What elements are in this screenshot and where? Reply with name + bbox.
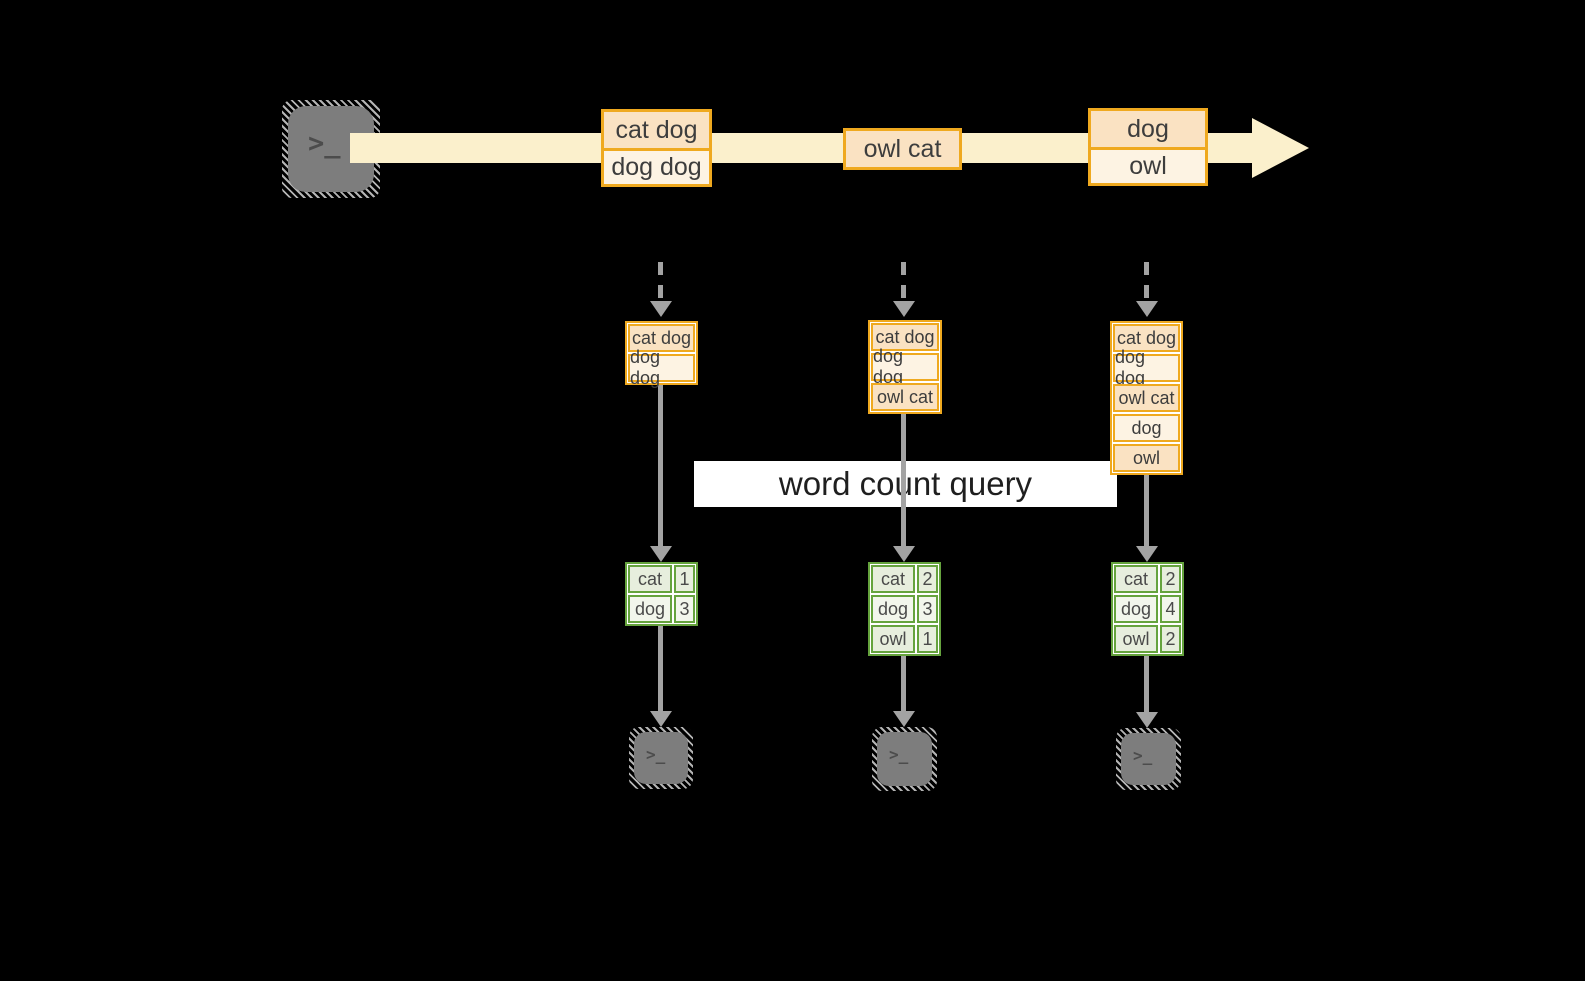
terminal-prompt-glyph: >_: [889, 745, 909, 764]
micro-batch-stack-2: cat dog dog dog owl cat: [868, 320, 942, 414]
batch-row: cat dog: [604, 112, 709, 148]
table-row: cat 2: [871, 565, 938, 593]
arrowhead-icon: [1136, 546, 1158, 562]
stack-row: cat dog: [628, 324, 695, 352]
word-cell: cat: [628, 565, 672, 593]
count-cell: 3: [917, 595, 938, 623]
terminal-prompt-glyph: >_: [1133, 746, 1153, 765]
table-row: cat 2: [1114, 565, 1181, 593]
arrow-line: [1144, 656, 1149, 712]
terminal-screen: >_: [1121, 733, 1176, 785]
table-row: owl 2: [1114, 625, 1181, 653]
arrow-line: [1144, 475, 1149, 546]
count-cell: 1: [917, 625, 938, 653]
dashed-arrowhead-icon: [650, 301, 672, 317]
table-row: dog 4: [1114, 595, 1181, 623]
arrowhead-icon: [650, 546, 672, 562]
stream-timeline-arrowhead-icon: [1252, 118, 1309, 178]
table-row: dog 3: [628, 595, 695, 623]
word-cell: dog: [1114, 595, 1158, 623]
stack-row: dog dog: [628, 347, 695, 388]
count-cell: 4: [1160, 595, 1181, 623]
batch-row: owl: [1091, 147, 1205, 183]
arrow-line: [901, 656, 906, 711]
sink-terminal-icon-1: >_: [629, 727, 693, 789]
dashed-arrow-line: [658, 262, 663, 302]
dashed-arrowhead-icon: [1136, 301, 1158, 317]
word-cell: cat: [871, 565, 915, 593]
dashed-arrow-line: [1144, 262, 1149, 302]
batch-row: dog: [1091, 111, 1205, 147]
table-row: dog 3: [871, 595, 938, 623]
arrow-line: [658, 626, 663, 711]
terminal-prompt-glyph: >_: [308, 128, 341, 159]
stream-batch-1: cat dog dog dog: [601, 109, 712, 187]
arrowhead-icon: [650, 711, 672, 727]
stack-row: dog dog: [871, 346, 939, 387]
table-row: owl 1: [871, 625, 938, 653]
word-cell: dog: [871, 595, 915, 623]
result-table-2: cat 2 dog 3 owl 1: [868, 562, 941, 656]
arrow-line: [658, 385, 663, 546]
stream-batch-3: dog owl: [1088, 108, 1208, 186]
stack-row: dog: [1113, 414, 1180, 442]
count-cell: 2: [1160, 625, 1181, 653]
stack-row: owl cat: [1113, 384, 1180, 412]
count-cell: 1: [674, 565, 695, 593]
result-table-3: cat 2 dog 4 owl 2: [1111, 562, 1184, 656]
word-cell: cat: [1114, 565, 1158, 593]
word-cell: owl: [1114, 625, 1158, 653]
stack-row: dog dog: [1113, 347, 1180, 388]
batch-row: owl cat: [846, 131, 959, 167]
result-table-1: cat 1 dog 3: [625, 562, 698, 626]
table-row: cat 1: [628, 565, 695, 593]
arrow-line: [901, 414, 906, 546]
micro-batch-stack-3: cat dog dog dog owl cat dog owl: [1110, 321, 1183, 475]
terminal-screen: >_: [877, 732, 932, 786]
sink-terminal-icon-3: >_: [1116, 728, 1181, 790]
word-cell: owl: [871, 625, 915, 653]
micro-batch-stack-1: cat dog dog dog: [625, 321, 698, 388]
stack-row: cat dog: [1113, 324, 1180, 352]
count-cell: 3: [674, 595, 695, 623]
stream-batch-2: owl cat: [843, 128, 962, 170]
count-cell: 2: [1160, 565, 1181, 593]
stack-row: cat dog: [871, 323, 939, 351]
count-cell: 2: [917, 565, 938, 593]
arrowhead-icon: [893, 546, 915, 562]
arrowhead-icon: [893, 711, 915, 727]
stack-row: owl cat: [871, 383, 939, 411]
dashed-arrowhead-icon: [893, 301, 915, 317]
terminal-prompt-glyph: >_: [646, 745, 666, 764]
word-cell: dog: [628, 595, 672, 623]
arrowhead-icon: [1136, 712, 1158, 728]
stack-row: owl: [1113, 444, 1180, 472]
sink-terminal-icon-2: >_: [872, 727, 937, 791]
batch-row: dog dog: [604, 148, 709, 184]
dashed-arrow-line: [901, 262, 906, 302]
terminal-screen: >_: [634, 732, 688, 784]
